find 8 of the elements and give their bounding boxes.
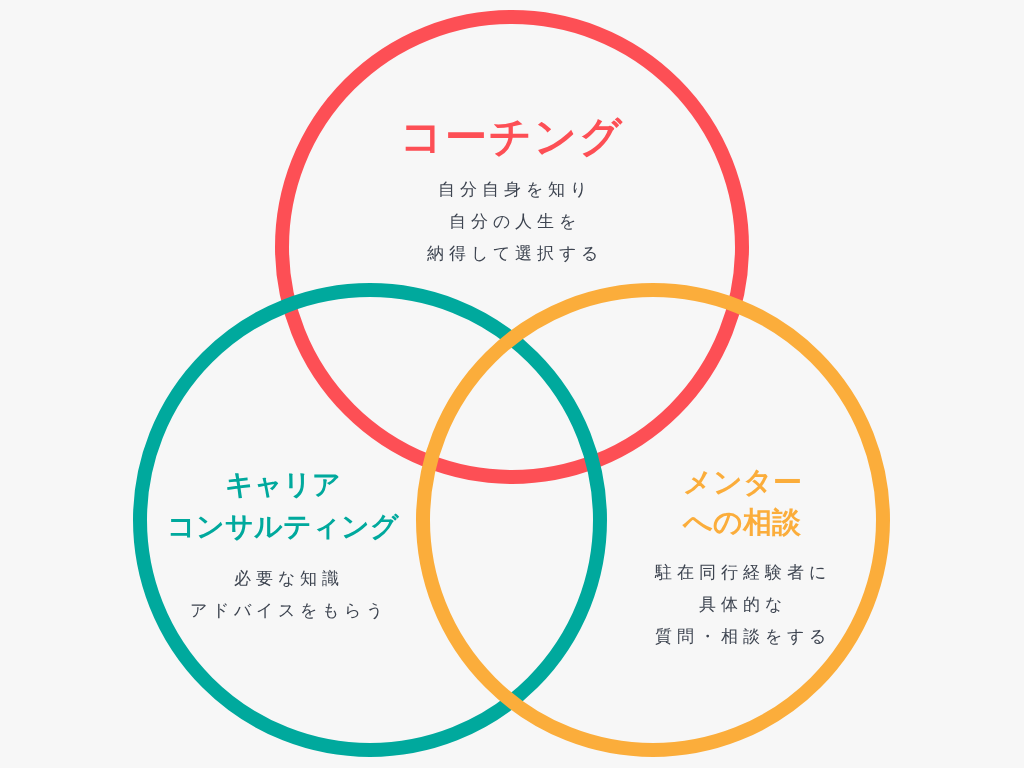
- venn-circle: [133, 283, 607, 757]
- circle-description: 必要な知識アドバイスをもらう: [188, 567, 388, 622]
- circle-description: 自分自身を知り自分の人生を納得して選択する: [425, 178, 603, 265]
- circle-description: 駐在同行経験者に具体的な質問・相談をする: [653, 561, 831, 648]
- circle-heading: コーチング: [400, 112, 624, 162]
- circle-heading: キャリアコンサルティング: [167, 467, 399, 545]
- circle-heading: メンターへの相談: [682, 464, 802, 541]
- venn-circle: [416, 283, 890, 757]
